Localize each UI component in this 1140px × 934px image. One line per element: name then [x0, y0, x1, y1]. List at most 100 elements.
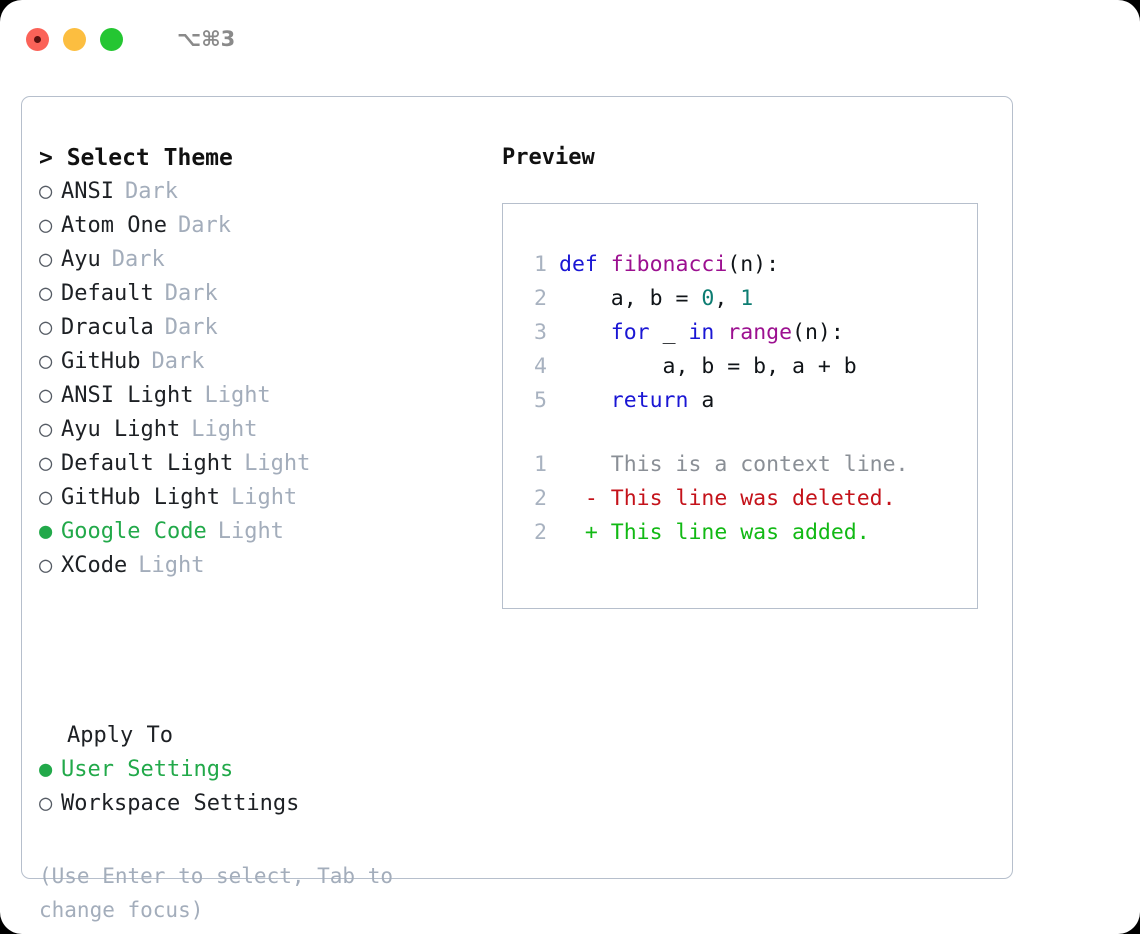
radio-unselected-icon: ○ [39, 791, 53, 816]
traffic-lights [26, 27, 123, 51]
item-label-github-light: GitHub Light [61, 485, 220, 510]
line-number: 2 [534, 486, 547, 511]
keyboard-shortcut-label: ⌥⌘3 [177, 27, 236, 51]
list-item[interactable]: ○ Atom One Dark [39, 209, 479, 243]
theme-variant-badge: Dark [151, 349, 205, 374]
code-line: 2 a, b = 0, 1 [521, 282, 969, 316]
code-line-text: return a [559, 384, 715, 418]
list-item[interactable]: ○ Workspace Settings [39, 787, 479, 821]
select-theme-header: > Select Theme [39, 145, 233, 171]
minimize-window-button[interactable] [63, 27, 86, 51]
theme-variant-badge: Light [191, 417, 258, 442]
item-label-workspace-settings: Workspace Settings [61, 791, 300, 816]
list-item[interactable]: ○ Ayu Light Light [39, 413, 479, 447]
token-kw: for [610, 320, 650, 345]
radio-unselected-icon: ○ [39, 315, 53, 340]
diff-sample: 1 This is a context line. 2 - This line w… [521, 448, 969, 550]
line-number: 2 [534, 520, 547, 545]
radio-unselected-icon: ○ [39, 281, 53, 306]
token-plain: , [714, 286, 741, 311]
list-item[interactable]: ○ Default Dark [39, 277, 479, 311]
code-line: 3 for _ in range(n): [521, 316, 969, 350]
token-plain [714, 320, 727, 345]
preview-header: Preview [502, 145, 595, 170]
token-kw: return [610, 388, 689, 413]
theme-variant-badge: Dark [124, 179, 178, 204]
item-label-xcode: XCode [61, 553, 128, 578]
token-kw: def [559, 252, 611, 277]
item-label-github: GitHub [61, 349, 141, 374]
maximize-window-button[interactable] [100, 27, 123, 51]
code-line: 1 def fibonacci(n): [521, 248, 969, 282]
token-plain: a [688, 388, 715, 413]
token-plain: (n): [727, 252, 780, 277]
token-fn: fibonacci [610, 252, 728, 277]
code-line-text: a, b = 0, 1 [559, 282, 753, 316]
theme-variant-badge: Light [244, 451, 311, 476]
close-window-button[interactable] [26, 27, 49, 51]
item-label-ayu-light: Ayu Light [61, 417, 181, 442]
radio-unselected-icon: ○ [39, 179, 53, 204]
theme-variant-badge: Dark [164, 315, 218, 340]
list-item[interactable]: ○ Ayu Dark [39, 243, 479, 277]
radio-unselected-icon: ○ [39, 383, 53, 408]
code-line-text: def fibonacci(n): [559, 248, 779, 282]
radio-selected-icon: ● [39, 757, 53, 782]
token-plain [559, 320, 611, 345]
radio-unselected-icon: ○ [39, 213, 53, 238]
keyboard-hint-text: (Use Enter to select, Tab to change focu… [39, 864, 406, 922]
item-label-ansi: ANSI [61, 179, 114, 204]
line-number: 1 [534, 452, 547, 477]
item-label-default: Default [61, 281, 154, 306]
code-line: 5 return a [521, 384, 969, 418]
token-plain: (n): [792, 320, 844, 345]
preview-column: Preview [502, 141, 992, 175]
line-number: 4 [534, 354, 547, 379]
list-item[interactable]: ● User Settings [39, 753, 479, 787]
token-num: 0 [701, 286, 715, 311]
theme-variant-badge: Dark [164, 281, 218, 306]
list-item[interactable]: ○ ANSI Dark [39, 175, 479, 209]
code-line-text: for _ in range(n): [559, 316, 844, 350]
list-item[interactable]: ○ GitHub Dark [39, 345, 479, 379]
diff-line-text-del: - This line was deleted. [559, 486, 896, 511]
item-label-ayu: Ayu [61, 247, 101, 272]
item-label-user-settings: User Settings [61, 757, 234, 782]
token-kw: in [688, 320, 715, 345]
code-spacer [521, 418, 969, 448]
token-plain: a, b = [559, 286, 702, 311]
radio-unselected-icon: ○ [39, 417, 53, 442]
apply-to-header: Apply To [67, 723, 173, 748]
line-number: 5 [534, 388, 547, 413]
title-bar: ⌥⌘3 [0, 0, 1140, 78]
line-number: 1 [534, 252, 547, 277]
diff-line-text-add: + This line was added. [559, 520, 870, 545]
theme-variant-badge: Dark [177, 213, 231, 238]
radio-unselected-icon: ○ [39, 485, 53, 510]
token-fn: range [727, 320, 793, 345]
radio-unselected-icon: ○ [39, 247, 53, 272]
diff-line: 1 This is a context line. [521, 448, 969, 482]
theme-variant-badge: Dark [111, 247, 165, 272]
theme-variant-badge: Light [204, 383, 271, 408]
item-label-atom-one: Atom One [61, 213, 167, 238]
apply-to-section: Apply To ● User Settings ○ Workspace Settin… [39, 719, 479, 821]
token-num: 1 [740, 286, 754, 311]
radio-unselected-icon: ○ [39, 553, 53, 578]
line-number: 2 [534, 286, 547, 311]
diff-line-text-ctx: This is a context line. [559, 452, 909, 477]
radio-unselected-icon: ○ [39, 349, 53, 374]
